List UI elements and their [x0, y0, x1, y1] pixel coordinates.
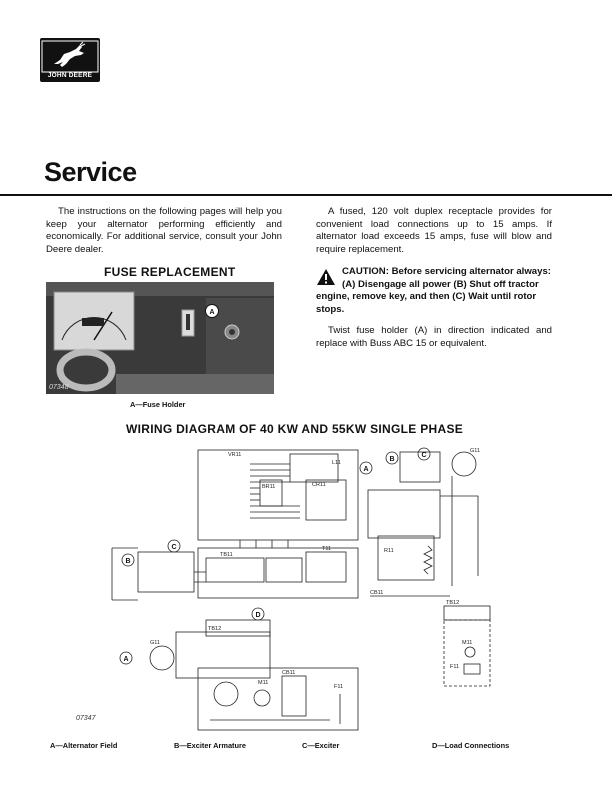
caution-block: CAUTION: Before servicing alternator alw… — [316, 266, 552, 316]
photo-callout-a: A — [209, 309, 214, 316]
fuse-holder-photo: A 07348 — [46, 282, 274, 394]
label-cb11-right: CB11 — [370, 590, 383, 596]
label-cb11: CB11 — [282, 670, 295, 676]
photo-code: 07348 — [49, 384, 69, 391]
exciter-right — [399, 451, 441, 483]
callout-b-right: B — [389, 456, 394, 463]
legend-item-d: D—Load Connections — [432, 741, 510, 750]
terminal-panel — [197, 547, 359, 599]
label-f11-right: F11 — [450, 664, 459, 670]
tb12-left — [205, 619, 271, 637]
br11-box — [259, 479, 283, 507]
fuse-replacement-heading: FUSE REPLACEMENT — [104, 265, 236, 279]
control-box — [197, 667, 359, 731]
intro-left-paragraph: The instructions on the following pages … — [46, 206, 282, 255]
logo-brand-text: JOHN DEERE — [47, 72, 93, 79]
photo-illustration: A — [46, 282, 274, 394]
leaping-deer-icon — [41, 40, 99, 73]
tb12-right — [443, 605, 491, 621]
label-g11-right: G11 — [470, 448, 480, 454]
legend-item-a: A—Alternator Field — [50, 741, 118, 750]
label-br11: BR11 — [262, 484, 275, 490]
label-r11: R11 — [384, 548, 394, 554]
legend-item-c: C—Exciter — [302, 741, 340, 750]
diagram-code: 07347 — [76, 715, 96, 722]
t11-transformer — [305, 551, 347, 583]
label-tb12-left: TB12 — [208, 626, 221, 632]
title-divider — [0, 194, 612, 196]
warning-triangle-icon — [317, 269, 335, 285]
legend-item-b: B—Exciter Armature — [174, 741, 247, 750]
label-f11: F11 — [334, 684, 343, 690]
cr11-box — [305, 479, 347, 521]
wiring-diagram-heading: WIRING DIAGRAM OF 40 KW AND 55KW SINGLE … — [126, 422, 464, 436]
vr11-panel — [197, 449, 359, 541]
label-tb12-right: TB12 — [446, 600, 459, 606]
breaker-cb11 — [281, 675, 307, 717]
vr11-terminals — [250, 463, 300, 519]
callout-c-right: C — [421, 452, 426, 459]
label-m11: M11 — [258, 680, 268, 686]
callout-d-left: D — [255, 612, 260, 619]
l11-box — [289, 453, 339, 483]
callout-a-right: A — [363, 466, 368, 473]
page-title: Service — [44, 157, 137, 187]
fuse-holder-caption: A—Fuse Holder — [130, 400, 186, 409]
meter-m11-right — [464, 646, 476, 658]
callout-b-left: B — [125, 558, 130, 565]
exciter-left — [137, 551, 195, 593]
label-l11: L11 — [332, 460, 341, 466]
tb11-block — [205, 557, 265, 583]
wiring-diagram: VR11 L11 CR11 BR11 TB11 T11 B C D TB12 G… — [111, 447, 491, 731]
regulator-right — [367, 489, 441, 539]
meter-m11 — [253, 689, 271, 707]
john-deere-logo: JOHN DEERE — [40, 38, 100, 82]
generator-g11-left — [149, 645, 175, 671]
label-vr11: VR11 — [228, 452, 241, 458]
label-cr11: CR11 — [312, 482, 326, 488]
generator-g11-right — [451, 451, 477, 477]
label-tb11: TB11 — [220, 552, 233, 558]
caution-text: Before servicing alternator always: (A) … — [316, 266, 552, 315]
intro-right-paragraph: A fused, 120 volt duplex receptacle prov… — [316, 206, 552, 255]
label-g11-left: G11 — [150, 640, 160, 646]
resistor-r11-area — [377, 535, 435, 581]
callout-a-left: A — [123, 656, 128, 663]
callout-c-left: C — [171, 544, 176, 551]
label-t11: T11 — [322, 546, 331, 552]
fuse-instruction: Twist fuse holder (A) in direction indic… — [316, 325, 552, 349]
label-m11-right: M11 — [462, 640, 472, 646]
caution-prefix: CAUTION: — [342, 266, 389, 277]
